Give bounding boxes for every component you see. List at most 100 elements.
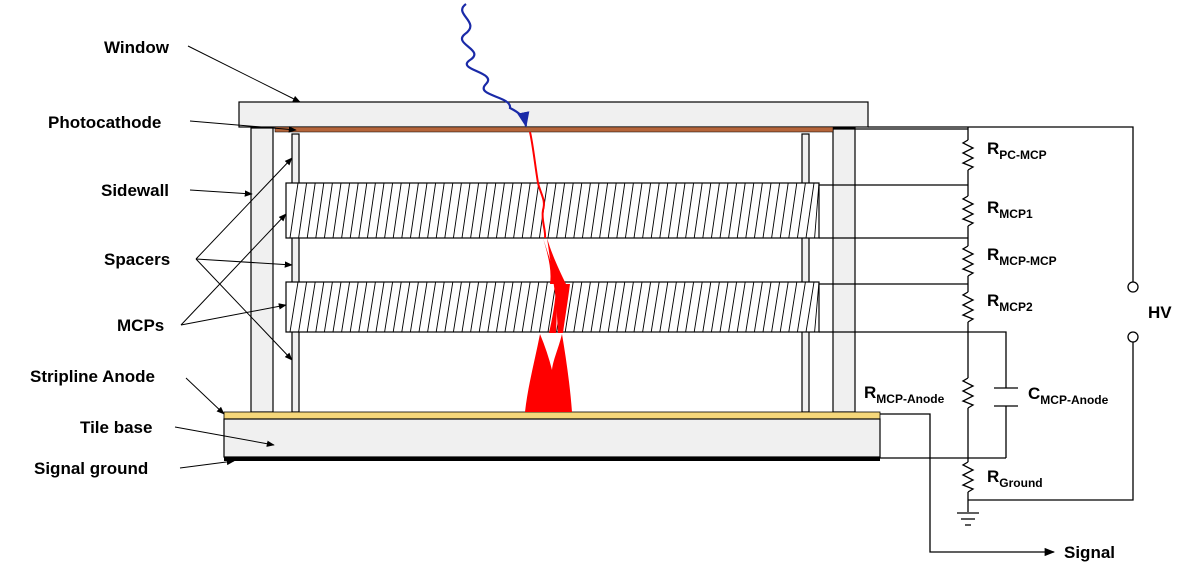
mcp-pore: [332, 182, 342, 239]
mcp-pore: [702, 281, 712, 333]
mcp-pore: [771, 281, 781, 333]
mcp-pore: [513, 281, 523, 333]
mcp-pore: [814, 281, 820, 333]
mcp-pore: [504, 182, 514, 239]
label-window: Window: [104, 38, 170, 57]
hv-terminal-positive: [1127, 281, 1139, 293]
mcp-pore: [461, 281, 471, 333]
avalanche-shower-1: [543, 238, 558, 333]
mcp-pore: [607, 281, 617, 333]
mcp-pore: [616, 281, 626, 333]
mcp-pore: [452, 281, 462, 333]
mcp-pore: [298, 281, 308, 333]
label-r-pc-mcp: RPC-MCP: [987, 139, 1047, 162]
label-r-ground: RGround: [987, 467, 1043, 490]
mcp-pore: [728, 281, 738, 333]
mcp-pore: [702, 182, 712, 239]
mcp-pore: [444, 281, 454, 333]
mcp-pore: [487, 281, 497, 333]
mcp-pore: [590, 281, 600, 333]
mcp-pore: [521, 281, 531, 333]
mcp-pore: [599, 182, 609, 239]
mcp-pore: [762, 182, 772, 239]
mcp-pore: [728, 182, 738, 239]
mcp-pore: [719, 281, 729, 333]
mcp-pore: [384, 281, 394, 333]
mcp-pore: [418, 281, 428, 333]
mcp-pore: [495, 281, 505, 333]
mcp-pore: [753, 182, 763, 239]
mcp-pore: [504, 281, 514, 333]
mcp-pore: [771, 182, 781, 239]
mcp-pore: [599, 281, 609, 333]
mcp-pore: [564, 182, 574, 239]
mcp-pore: [435, 281, 445, 333]
mcp-pore: [685, 182, 695, 239]
mcp-pore: [289, 281, 299, 333]
mcp-pore: [745, 182, 755, 239]
mcp-pore: [349, 182, 359, 239]
mcp-pore: [349, 281, 359, 333]
mcp-pore: [418, 182, 428, 239]
mcp-pore: [332, 281, 342, 333]
mcp-1: [285, 182, 820, 239]
label-photocathode: Photocathode: [48, 113, 161, 132]
mcp-pore: [590, 182, 600, 239]
mcp-pore: [573, 281, 583, 333]
mcp-pore: [659, 281, 669, 333]
signal-ground: [224, 457, 880, 461]
mcp-pore: [409, 182, 419, 239]
mcp-pore: [470, 182, 480, 239]
resistor-ground: [961, 461, 975, 493]
avalanche-cloud: [525, 334, 572, 412]
mcp-pore: [358, 182, 368, 239]
mcp-pore: [487, 182, 497, 239]
mcp-pore: [392, 281, 402, 333]
mcp-pore: [289, 182, 299, 239]
mcp-pore: [779, 182, 789, 239]
mcp-pore: [805, 281, 815, 333]
mcp-pore: [427, 182, 437, 239]
mcp-pore: [762, 281, 772, 333]
mcp-pore: [693, 281, 703, 333]
mcp-pore: [564, 281, 574, 333]
mcp-pore: [306, 281, 316, 333]
mcp-pore: [676, 182, 686, 239]
mcp-pore: [521, 182, 531, 239]
electron-path: [529, 131, 547, 239]
mcp-pore: [779, 281, 789, 333]
mcp-pore: [306, 182, 316, 239]
tile-base: [223, 418, 881, 458]
mcp-pore: [573, 182, 583, 239]
label-spacers: Spacers: [104, 250, 170, 269]
hv-terminal-negative: [1127, 331, 1139, 343]
mcp-pore: [341, 281, 351, 333]
label-stripline-anode: Stripline Anode: [30, 367, 155, 386]
mcp-pore: [642, 281, 652, 333]
mcp-pore: [409, 281, 419, 333]
mcp-pore: [788, 281, 798, 333]
spacer-left: [291, 133, 300, 413]
resistor-mcp-anode: [961, 377, 975, 409]
window: [238, 101, 869, 128]
mcp-pore: [358, 281, 368, 333]
mcp-pore: [581, 182, 591, 239]
mcp-pore: [435, 182, 445, 239]
label-sidewall: Sidewall: [101, 181, 169, 200]
mcp-pore: [736, 281, 746, 333]
mcp-pore: [444, 182, 454, 239]
photon-path: [461, 3, 530, 128]
label-hv: HV: [1148, 303, 1172, 322]
mcp-pore: [478, 281, 488, 333]
mcp-pore: [719, 182, 729, 239]
mcp-pore: [685, 281, 695, 333]
mcp-pore: [788, 182, 798, 239]
mcp-pore: [667, 182, 677, 239]
mcp-pore: [375, 281, 385, 333]
label-r-mcp1: RMCP1: [987, 198, 1033, 221]
mcp-pore: [710, 182, 720, 239]
mcp-pore: [753, 281, 763, 333]
mcp-pore: [547, 182, 557, 239]
ground-symbol: [957, 512, 979, 526]
